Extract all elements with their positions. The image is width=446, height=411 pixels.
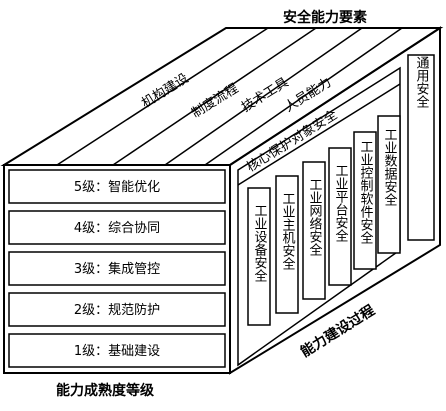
industrial-column-2 (275, 175, 299, 314)
industrial-column-5 (353, 131, 377, 270)
right-face-outline (229, 26, 441, 375)
level-box-5 (8, 169, 226, 204)
level-2-label: 2级：规范防护 (74, 302, 160, 318)
level-box-1 (8, 333, 226, 368)
industrial-columns (247, 115, 401, 326)
industrial-column-3 (302, 161, 326, 300)
level-box-2 (8, 292, 226, 327)
maturity-level-boxes (8, 169, 226, 368)
industrial-label-network: 工业网络安全 (307, 178, 323, 256)
industrial-label-control-software: 工业控制软件安全 (358, 140, 374, 244)
industrial-label-data: 工业数据安全 (382, 128, 398, 206)
top-strips (56, 27, 403, 166)
maturity-axis-label: 能力成熟度等级 (56, 382, 155, 399)
industrial-label-equipment: 工业设备安全 (252, 204, 268, 282)
level-4-label: 4级：综合协同 (74, 221, 160, 236)
level-5-label: 5级：智能优化 (74, 180, 160, 195)
level-1-label: 1级：基础建设 (74, 344, 160, 359)
level-box-3 (8, 251, 226, 286)
diagram-title: 安全能力要素 (283, 9, 367, 26)
general-security-label: 通用安全 (414, 56, 430, 108)
box-frame (0, 26, 444, 375)
industrial-column-6 (377, 115, 401, 254)
level-box-4 (8, 210, 226, 245)
element-label-tools: 技术工具 (239, 75, 291, 115)
general-security-box (407, 54, 435, 241)
process-axis-label: 能力建设过程 (297, 302, 377, 361)
industrial-label-host: 工业主机安全 (280, 192, 296, 270)
industrial-column-4 (328, 147, 352, 286)
core-protection-label: 核心保护对象安全 (244, 107, 341, 176)
element-label-process: 制度流程 (189, 80, 242, 121)
industrial-column-1 (247, 187, 271, 326)
element-label-people: 人员能力 (282, 75, 334, 115)
industrial-label-platform: 工业平台安全 (333, 164, 349, 242)
level-3-label: 3级：集成管控 (74, 261, 160, 277)
